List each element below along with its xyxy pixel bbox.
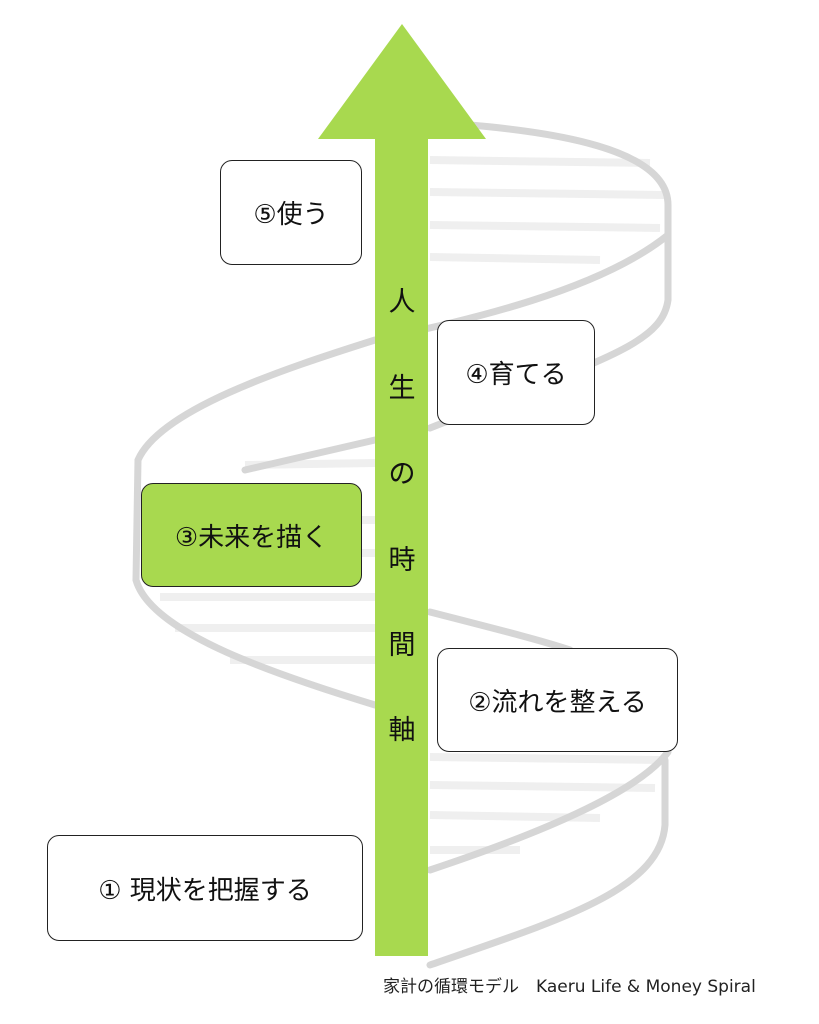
axis-label-char: 時 <box>388 545 416 576</box>
step-3-box: ③未来を描く <box>141 483 362 587</box>
step-4-box: ④育てる <box>437 320 595 425</box>
step-1-box: ① 現状を把握する <box>47 835 363 941</box>
step-label: ① 現状を把握する <box>98 875 312 906</box>
axis-label-char: 軸 <box>388 715 416 746</box>
axis-label-char: 間 <box>388 630 416 661</box>
axis-label-char: 人 <box>388 287 416 318</box>
time-axis-arrow <box>318 24 486 956</box>
axis-label-char: 生 <box>388 373 416 404</box>
arrow-head <box>318 24 486 139</box>
step-5-box: ⑤使う <box>220 160 362 265</box>
step-label: ③未来を描く <box>174 522 329 553</box>
axis-label-char: の <box>388 459 416 490</box>
step-label: ④育てる <box>465 360 567 390</box>
caption: 家計の循環モデル Kaeru Life & Money Spiral <box>383 977 756 997</box>
step-2-box: ②流れを整える <box>437 648 678 752</box>
arrow-shaft <box>375 136 428 956</box>
step-label: ②流れを整える <box>468 687 647 718</box>
step-label: ⑤使う <box>253 200 329 230</box>
